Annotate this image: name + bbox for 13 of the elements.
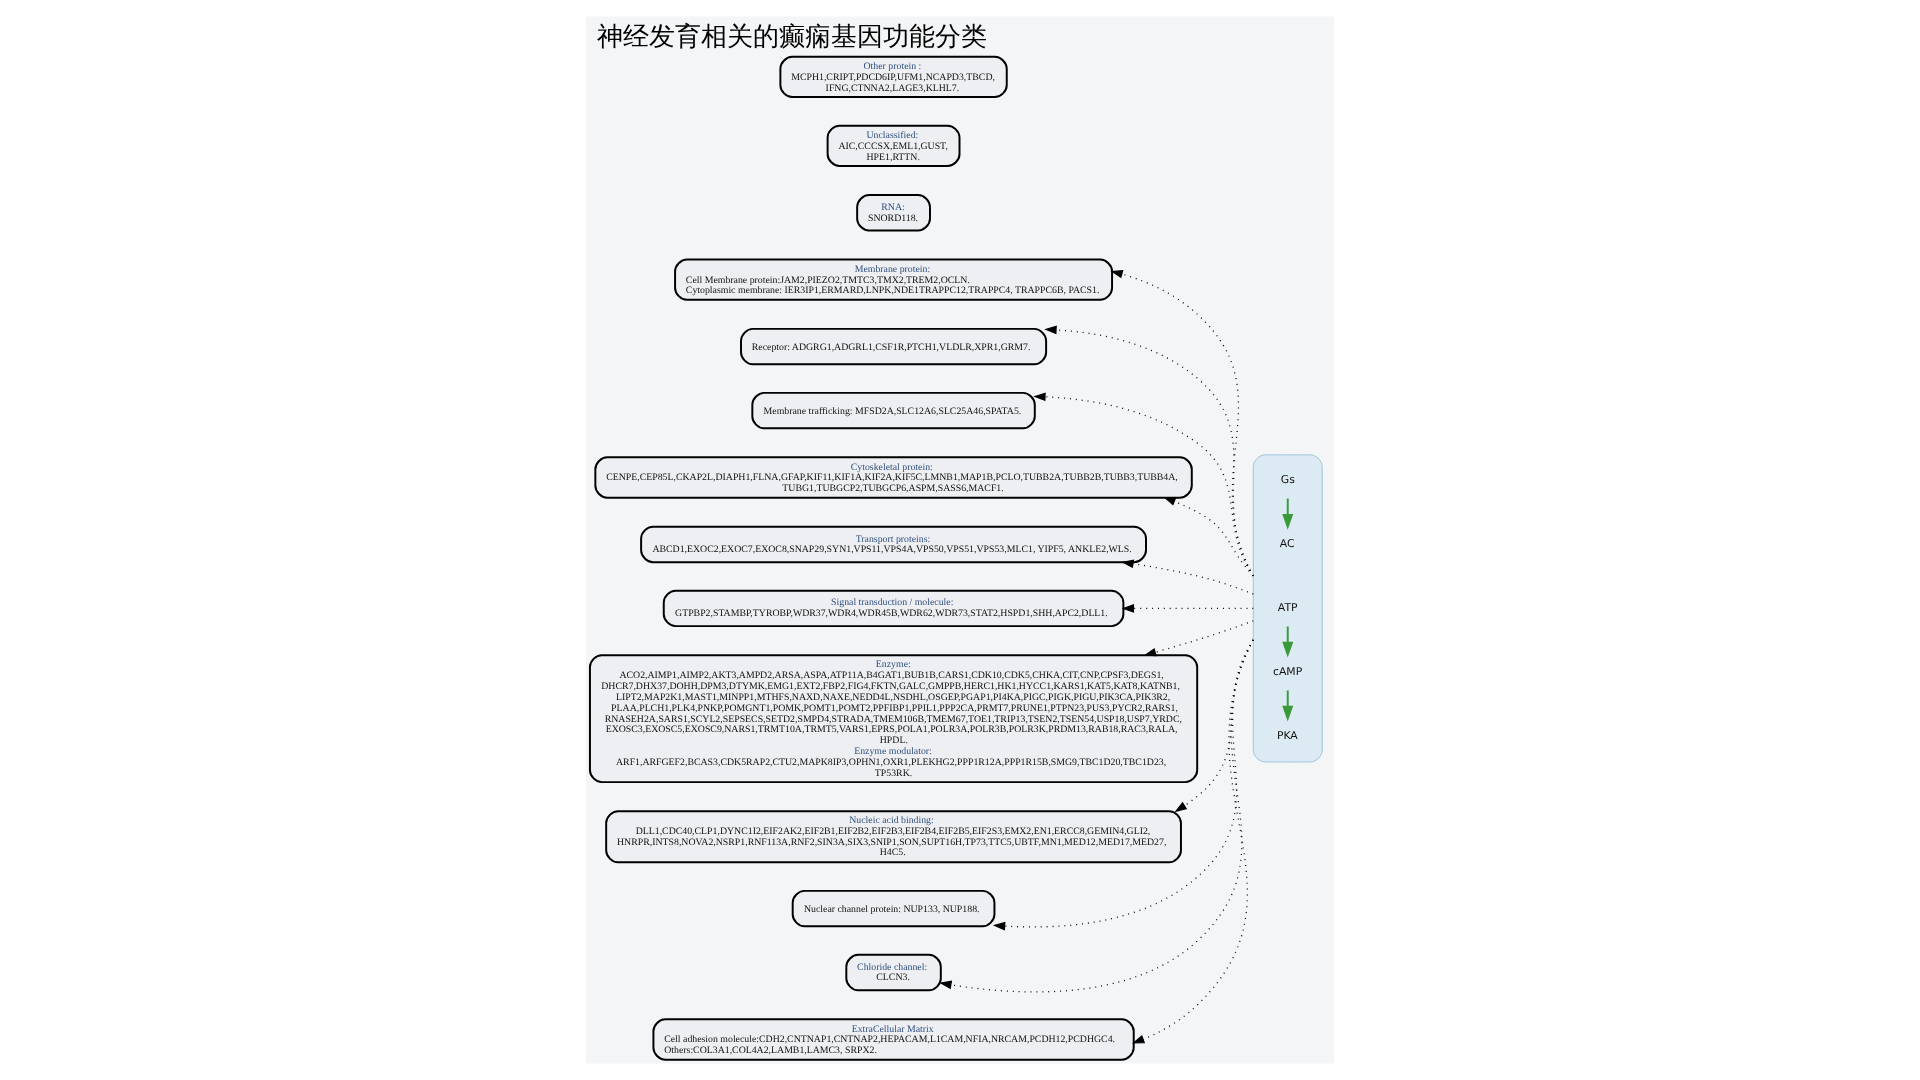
arrow (1143, 620, 1254, 657)
arrow (1282, 625, 1294, 658)
arrow (1163, 497, 1254, 577)
arrow (1044, 325, 1254, 577)
arrow (1110, 269, 1254, 577)
arrow (1282, 497, 1294, 530)
arrow (1131, 639, 1254, 1044)
cluster (1252, 454, 1323, 763)
arrow (1121, 559, 1254, 595)
arrow (1033, 392, 1254, 577)
arrow (1282, 689, 1294, 722)
diagram-title: 神经发育相关的癫痫基因功能分类 (596, 22, 987, 51)
arrow (1121, 604, 1254, 613)
